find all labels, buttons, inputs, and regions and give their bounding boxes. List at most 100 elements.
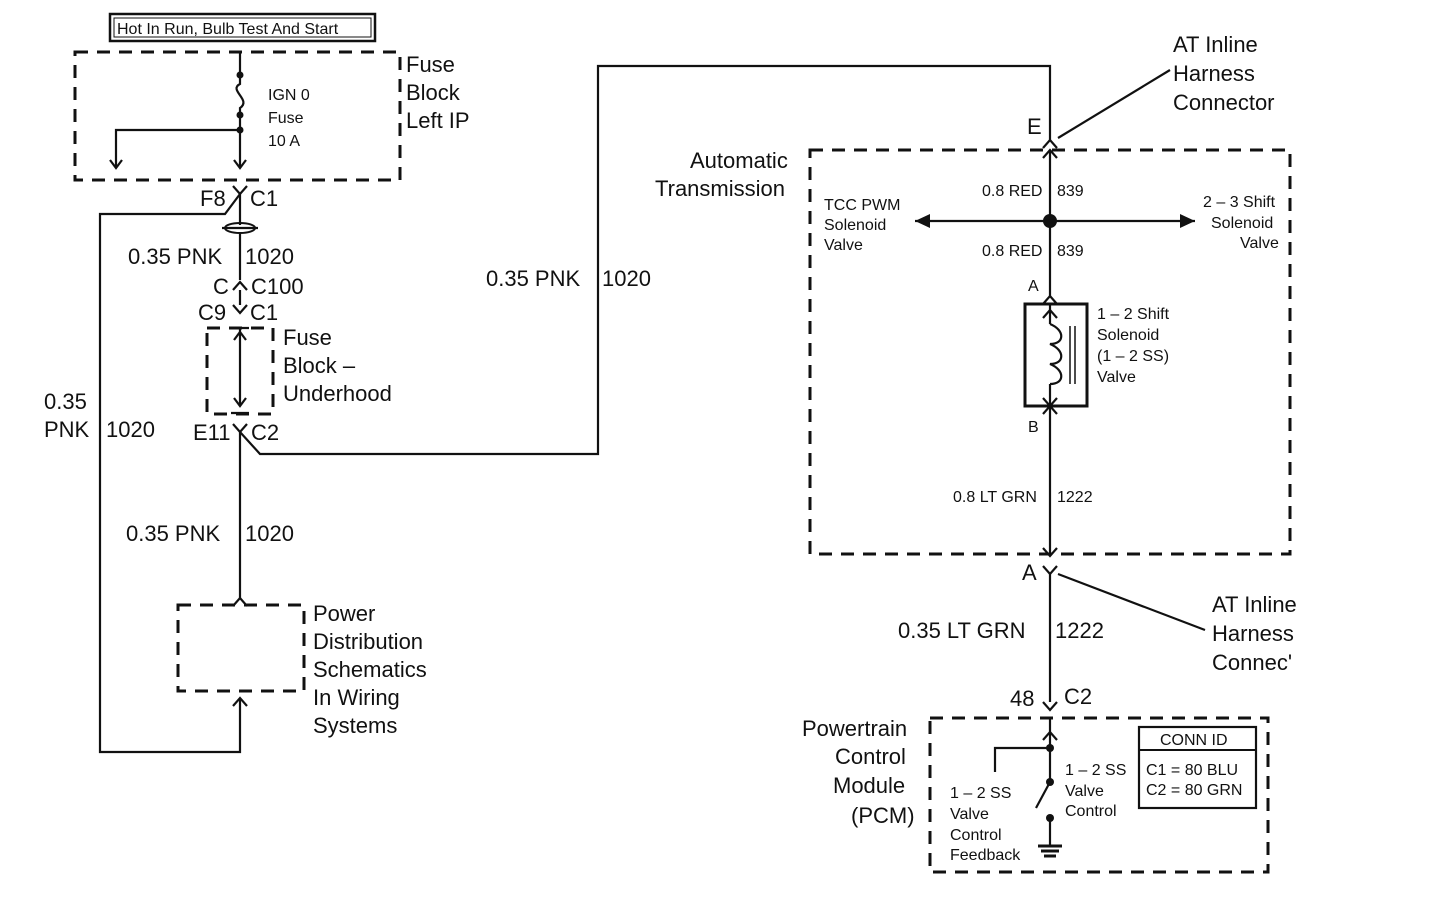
pcm-line2: Control <box>835 744 906 769</box>
ltgrn2-color: 0.35 LT GRN <box>898 618 1026 643</box>
conn-id-row2: C2 = 80 GRN <box>1146 782 1242 799</box>
shift23-line2: Solenoid <box>1211 215 1273 232</box>
pd-line2: Distribution <box>313 629 423 654</box>
ctl-line2: Valve <box>1065 783 1104 800</box>
red-top-num: 839 <box>1057 183 1084 200</box>
header-box: Hot In Run, Bulb Test And Start <box>108 12 377 43</box>
ctl-line1: 1 – 2 SS <box>1065 762 1126 779</box>
pcm-box: Powertrain Control Module (PCM) 1 – 2 SS… <box>802 716 1270 874</box>
automatic-transmission-box: Automatic Transmission 0.8 RED 839 TCC P… <box>655 148 1292 558</box>
arrow-right-icon <box>1180 214 1195 228</box>
fb-line1: 1 – 2 SS <box>950 785 1011 802</box>
fb-line3: Control <box>950 827 1002 844</box>
conn-48: 48 <box>1010 686 1034 711</box>
fuse-block-ip: Fuse Block Left IP IGN 0 Fuse 10 A <box>73 50 470 182</box>
ltgrn2-num: 1222 <box>1055 618 1104 643</box>
connector-e11-c2 <box>232 423 248 434</box>
tcc-line1: TCC PWM <box>824 197 900 214</box>
conn-c1-top: C1 <box>250 186 278 211</box>
conn-e: E <box>1027 114 1042 139</box>
wire3-color: PNK <box>44 417 90 442</box>
at-inline-top-2: Harness <box>1173 61 1255 86</box>
connector-c100 <box>232 280 248 291</box>
at-line1: Automatic <box>690 148 788 173</box>
shift12-line3: (1 – 2 SS) <box>1097 348 1169 365</box>
red-top-color: 0.8 RED <box>982 183 1042 200</box>
leader-top <box>1057 69 1171 139</box>
fuse-block-ip-line3: Left IP <box>406 108 470 133</box>
wire2-color: 0.35 PNK <box>486 266 580 291</box>
shift12-line2: Solenoid <box>1097 327 1159 344</box>
fbu-line1: Fuse <box>283 325 332 350</box>
leader-bottom <box>1057 572 1206 632</box>
pd-line5: Systems <box>313 713 397 738</box>
pcm-line3: Module <box>833 773 905 798</box>
wire3-size: 0.35 <box>44 389 87 414</box>
pcm-line1: Powertrain <box>802 716 907 741</box>
connector-e <box>1042 138 1058 149</box>
at-inline-bot-1: AT Inline <box>1212 592 1297 617</box>
pd-line3: Schematics <box>313 657 427 682</box>
switch-icon <box>1035 781 1051 809</box>
wire2-num: 1020 <box>602 266 651 291</box>
red-bot-color: 0.8 RED <box>982 243 1042 260</box>
fuse-block-underhood: Fuse Block – Underhood <box>205 325 392 416</box>
at-inline-bot-2: Harness <box>1212 621 1294 646</box>
conn-id-table: CONN ID C1 = 80 BLU C2 = 80 GRN <box>1137 725 1258 810</box>
conn-c1-uh: C1 <box>250 300 278 325</box>
conn-a: A <box>1022 560 1037 585</box>
fuse-label-line3: 10 A <box>268 133 300 150</box>
solenoid-12-icon <box>1023 302 1089 408</box>
wire4-color: 0.35 PNK <box>126 521 220 546</box>
at-inline-top-1: AT Inline <box>1173 32 1258 57</box>
wire3-num: 1020 <box>106 417 155 442</box>
shift12-line4: Valve <box>1097 369 1136 386</box>
tcc-line3: Valve <box>824 237 863 254</box>
shift12-line1: 1 – 2 Shift <box>1097 306 1170 323</box>
conn-c2-uh: C2 <box>251 420 279 445</box>
ltgrn-num: 1222 <box>1057 489 1093 506</box>
fuse-block-ip-line1: Fuse <box>406 52 455 77</box>
tcc-line2: Solenoid <box>824 217 886 234</box>
wire1-color: 0.35 PNK <box>128 244 222 269</box>
fb-line4: Feedback <box>950 847 1021 864</box>
conn-id-row1: C1 = 80 BLU <box>1146 762 1238 779</box>
header-text: Hot In Run, Bulb Test And Start <box>117 21 339 38</box>
fuse-block-ip-line2: Block <box>406 80 461 105</box>
conn-c9: C9 <box>198 300 226 325</box>
pin-b: B <box>1028 419 1039 436</box>
at-line2: Transmission <box>655 176 785 201</box>
power-distribution-box: Power Distribution Schematics In Wiring … <box>176 601 427 738</box>
conn-id-title: CONN ID <box>1160 732 1228 749</box>
at-inline-top-3: Connector <box>1173 90 1275 115</box>
pin-a: A <box>1028 278 1039 295</box>
red-bot-num: 839 <box>1057 243 1084 260</box>
pcm-line4: (PCM) <box>851 803 915 828</box>
fbu-line3: Underhood <box>283 381 392 406</box>
pd-line4: In Wiring <box>313 685 400 710</box>
conn-f8: F8 <box>200 186 226 211</box>
ground-icon <box>1038 844 1062 858</box>
conn-c: C <box>213 274 229 299</box>
ltgrn-color: 0.8 LT GRN <box>953 489 1037 506</box>
ctl-line3: Control <box>1065 803 1117 820</box>
wire1-num: 1020 <box>245 244 294 269</box>
conn-e11: E11 <box>193 420 231 445</box>
fuse-label-line1: IGN 0 <box>268 87 310 104</box>
wire4-num: 1020 <box>245 521 294 546</box>
shift23-line1: 2 – 3 Shift <box>1203 194 1276 211</box>
fbu-line2: Block – <box>283 353 356 378</box>
at-inline-bot-3: Connec' <box>1212 650 1292 675</box>
connector-f8-c1 <box>232 185 248 196</box>
pd-line1: Power <box>313 601 375 626</box>
shift23-line3: Valve <box>1240 235 1279 252</box>
connector-a <box>1042 565 1058 576</box>
arrow-left-icon <box>915 214 930 228</box>
conn-c2-pcm: C2 <box>1064 684 1092 709</box>
fuse-label-line2: Fuse <box>268 110 304 127</box>
connector-48-c2 <box>1042 701 1058 712</box>
fb-line2: Valve <box>950 806 989 823</box>
fuse-icon <box>235 75 245 115</box>
conn-c100: C100 <box>251 274 304 299</box>
